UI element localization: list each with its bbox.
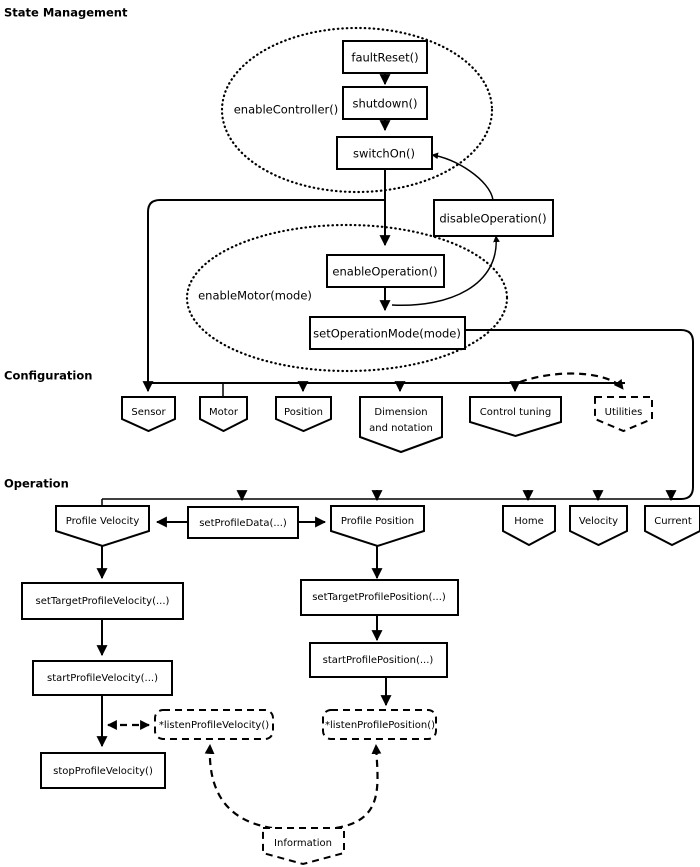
- node-faultreset-label: faultReset(): [351, 51, 418, 65]
- node-home[interactable]: Home: [502, 505, 556, 547]
- node-control-tuning[interactable]: Control tuning: [469, 396, 562, 438]
- group-label-enable-controller: enableController(): [234, 103, 339, 117]
- node-control-tuning-label: Control tuning: [480, 407, 551, 418]
- node-position[interactable]: Position: [275, 396, 332, 433]
- edge-setoperationmode-to-operation-bus: [465, 329, 694, 500]
- node-motor[interactable]: Motor: [199, 396, 248, 433]
- node-listen-profile-position[interactable]: *listenProfilePosition(): [322, 709, 437, 740]
- node-information[interactable]: Information: [262, 827, 345, 866]
- node-utilities-label: Utilities: [605, 407, 643, 418]
- node-switchon-label: switchOn(): [353, 147, 415, 161]
- node-utilities[interactable]: Utilities: [594, 396, 653, 433]
- node-profile-velocity-label: Profile Velocity: [66, 516, 140, 527]
- section-label-operation: Operation: [4, 477, 69, 491]
- node-profile-position-label: Profile Position: [341, 516, 414, 527]
- node-stop-profile-velocity-label: stopProfileVelocity(): [53, 766, 153, 777]
- edge-information-to-listenprofilevelocity: [204, 744, 273, 830]
- node-faultreset[interactable]: faultReset(): [342, 40, 428, 74]
- group-label-enable-motor: enableMotor(mode): [198, 289, 312, 303]
- node-start-profile-position[interactable]: startProfilePosition(...): [309, 642, 448, 678]
- node-current[interactable]: Current: [644, 505, 700, 547]
- node-setoperationmode[interactable]: setOperationMode(mode): [309, 316, 466, 350]
- edge-information-to-listenprofileposition: [335, 744, 382, 830]
- node-shutdown[interactable]: shutdown(): [342, 86, 428, 120]
- node-motor-label: Motor: [209, 407, 239, 418]
- section-label-state-management: State Management: [4, 6, 128, 20]
- edge-config-to-utilities: [519, 372, 624, 390]
- node-sensor-label: Sensor: [131, 407, 166, 418]
- node-stop-profile-velocity[interactable]: stopProfileVelocity(): [40, 752, 166, 789]
- node-shutdown-label: shutdown(): [352, 97, 417, 111]
- node-velocity[interactable]: Velocity: [569, 505, 628, 547]
- edge-setoperationmode-to-disableoperation: [391, 235, 500, 306]
- node-set-profile-data[interactable]: setProfileData(...): [187, 506, 299, 539]
- node-disableoperation-label: disableOperation(): [439, 212, 546, 226]
- node-start-profile-velocity-label: startProfileVelocity(...): [47, 673, 158, 684]
- node-set-target-profile-position[interactable]: setTargetProfilePosition(...): [300, 579, 459, 616]
- node-dimension-and-notation[interactable]: Dimension and notation: [359, 396, 443, 454]
- node-enableoperation[interactable]: enableOperation(): [326, 254, 445, 288]
- node-start-profile-velocity[interactable]: startProfileVelocity(...): [32, 660, 173, 696]
- node-set-target-profile-position-label: setTargetProfilePosition(...): [312, 592, 446, 603]
- node-start-profile-position-label: startProfilePosition(...): [323, 655, 434, 666]
- node-position-label: Position: [284, 407, 323, 418]
- node-home-label: Home: [514, 516, 544, 527]
- node-current-label: Current: [654, 516, 692, 527]
- node-disableoperation[interactable]: disableOperation(): [433, 199, 554, 237]
- node-listen-profile-velocity-label: *listenProfileVelocity(): [159, 720, 269, 731]
- node-profile-velocity[interactable]: Profile Velocity: [55, 505, 150, 548]
- group-ellipse-enable-controller: [220, 26, 494, 194]
- node-set-profile-data-label: setProfileData(...): [199, 518, 287, 529]
- edge-disableoperation-to-switchon: [431, 152, 494, 201]
- node-information-label: Information: [274, 838, 332, 849]
- node-sensor[interactable]: Sensor: [121, 396, 176, 433]
- group-ellipse-enable-motor: [185, 223, 509, 373]
- node-listen-profile-position-label: *listenProfilePosition(): [325, 720, 435, 731]
- node-switchon[interactable]: switchOn(): [336, 136, 433, 170]
- node-dimension-label-line2: and notation: [369, 423, 433, 434]
- node-dimension-label: Dimension: [374, 407, 427, 418]
- node-set-target-profile-velocity[interactable]: setTargetProfileVelocity(...): [21, 582, 184, 620]
- node-set-target-profile-velocity-label: setTargetProfileVelocity(...): [36, 596, 170, 607]
- section-label-configuration: Configuration: [4, 369, 92, 383]
- node-profile-position[interactable]: Profile Position: [330, 505, 425, 548]
- node-velocity-label: Velocity: [579, 516, 618, 527]
- edge-switchon-to-config-bus: [147, 199, 385, 383]
- node-listen-profile-velocity[interactable]: *listenProfileVelocity(): [154, 709, 274, 740]
- node-setoperationmode-label: setOperationMode(mode): [313, 327, 461, 341]
- node-enableoperation-label: enableOperation(): [332, 265, 437, 279]
